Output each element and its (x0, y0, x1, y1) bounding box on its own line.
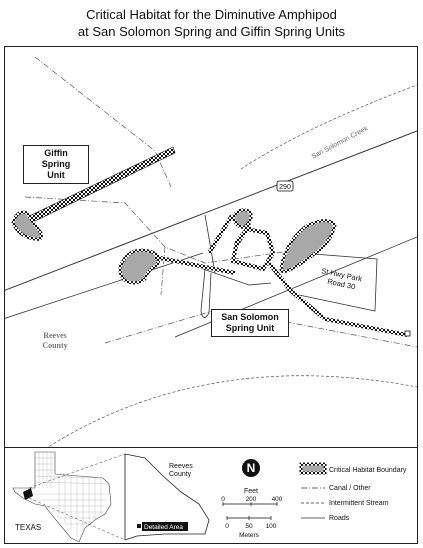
reeves-county-highlight (23, 488, 33, 500)
legend-panel: TEXAS Reeves County Detailed Area N Feet… (4, 448, 418, 544)
highway-shield: 290 (276, 180, 294, 192)
scale-feet-label: Feet (244, 488, 258, 495)
legend-item-canal: Canal / Other (301, 485, 371, 492)
secondary-road (5, 252, 204, 319)
reeves-county-outline (124, 453, 210, 541)
local-road (204, 214, 216, 274)
park-loop-road (200, 268, 212, 318)
legend-item-roads: Roads (301, 515, 350, 522)
north-icon: N (247, 461, 256, 475)
canal-west (160, 246, 166, 296)
north-arrow-circle (242, 459, 260, 477)
title-line-2: at San Solomon Spring and Giffin Spring … (77, 24, 346, 39)
canal-end-marker (404, 330, 411, 337)
legend-canvas: TEXAS Reeves County Detailed Area N Feet… (12, 451, 407, 543)
county-label-line1: Reeves (43, 331, 67, 340)
scale-meters-label: Meters (239, 532, 260, 539)
park-road-label: St Hwy Park Road 30 (321, 266, 363, 291)
texas-outline (12, 451, 112, 543)
scale-feet-tick-200: 200 (246, 496, 257, 503)
legend-label-critical-habitat: Critical Habitat Boundary (329, 467, 407, 474)
county-label: Reeves County (35, 331, 75, 351)
inset-leader-top (28, 453, 126, 489)
san-solomon-unit-label-line1: San Solomon (221, 312, 279, 322)
map-canvas: San Solomon Creek 290 St Hwy Park Road 3… (5, 56, 417, 447)
scale-meters-tick-50: 50 (245, 523, 253, 530)
giffin-unit-label-line1: Giffin Spring (41, 148, 71, 169)
scale-bar: Feet 0 200 400 0 50 100 Meters (221, 488, 283, 539)
legend: Critical Habitat Boundary Canal / Other … (299, 462, 407, 522)
main-map[interactable]: San Solomon Creek 290 St Hwy Park Road 3… (4, 46, 418, 448)
san-solomon-canal-east (267, 261, 408, 337)
detailed-area-label: Detailed Area (144, 524, 183, 531)
texas-county-grid (25, 452, 110, 538)
detailed-area-marker (137, 524, 141, 528)
giffin-unit-label-line2: Unit (47, 170, 65, 180)
reeves-county-inset: Reeves County Detailed Area (124, 453, 210, 541)
san-solomon-pond-east (279, 219, 337, 274)
detailed-area-label-bg (142, 522, 188, 531)
scale-feet-bar (222, 502, 278, 506)
highway-shield-number: 290 (279, 184, 291, 191)
san-solomon-pond-west (118, 248, 161, 285)
san-solomon-unit-label-line2: Spring Unit (225, 323, 275, 333)
scale-meters-tick-0: 0 (225, 523, 229, 530)
texas-inset-map: TEXAS (12, 451, 112, 543)
giffin-habitat-spring (11, 210, 43, 241)
map-title: Critical Habitat for the Diminutive Amph… (0, 6, 423, 40)
legend-label-roads: Roads (329, 515, 350, 522)
county-label-line2: County (42, 341, 68, 350)
north-arrow: N (242, 459, 260, 477)
san-solomon-pond-north (231, 208, 253, 229)
legend-item-intermittent-stream: Intermittent Stream (301, 500, 389, 507)
texas-label: TEXAS (15, 523, 41, 532)
legend-item-critical-habitat: Critical Habitat Boundary (299, 462, 407, 475)
legend-label-canal: Canal / Other (329, 485, 371, 492)
inset-leader-bottom (28, 497, 126, 541)
reeves-inset-label-line1: Reeves (169, 463, 193, 470)
scale-meters-bar (226, 516, 272, 520)
access-road (202, 268, 272, 286)
scale-feet-tick-400: 400 (272, 496, 283, 503)
creek-label: San Solomon Creek (311, 125, 370, 161)
canal-north (34, 56, 172, 188)
san-solomon-channel-west (154, 255, 236, 275)
scale-meters-tick-100: 100 (266, 523, 277, 530)
scale-feet-tick-0: 0 (221, 496, 225, 503)
reeves-inset-label-line2: County (169, 471, 192, 478)
san-solomon-creek (240, 84, 417, 170)
title-line-1: Critical Habitat for the Diminutive Amph… (86, 7, 337, 22)
intermittent-stream-south (47, 375, 417, 447)
giffin-unit-label: Giffin Spring Unit (23, 145, 89, 184)
us-highway-290 (5, 130, 417, 291)
canal-main (24, 196, 306, 264)
legend-label-intermittent-stream: Intermittent Stream (329, 500, 389, 507)
san-solomon-unit-label: San Solomon Spring Unit (211, 309, 289, 337)
park-road-30 (298, 252, 378, 312)
critical-habitat-swatch (299, 462, 327, 475)
